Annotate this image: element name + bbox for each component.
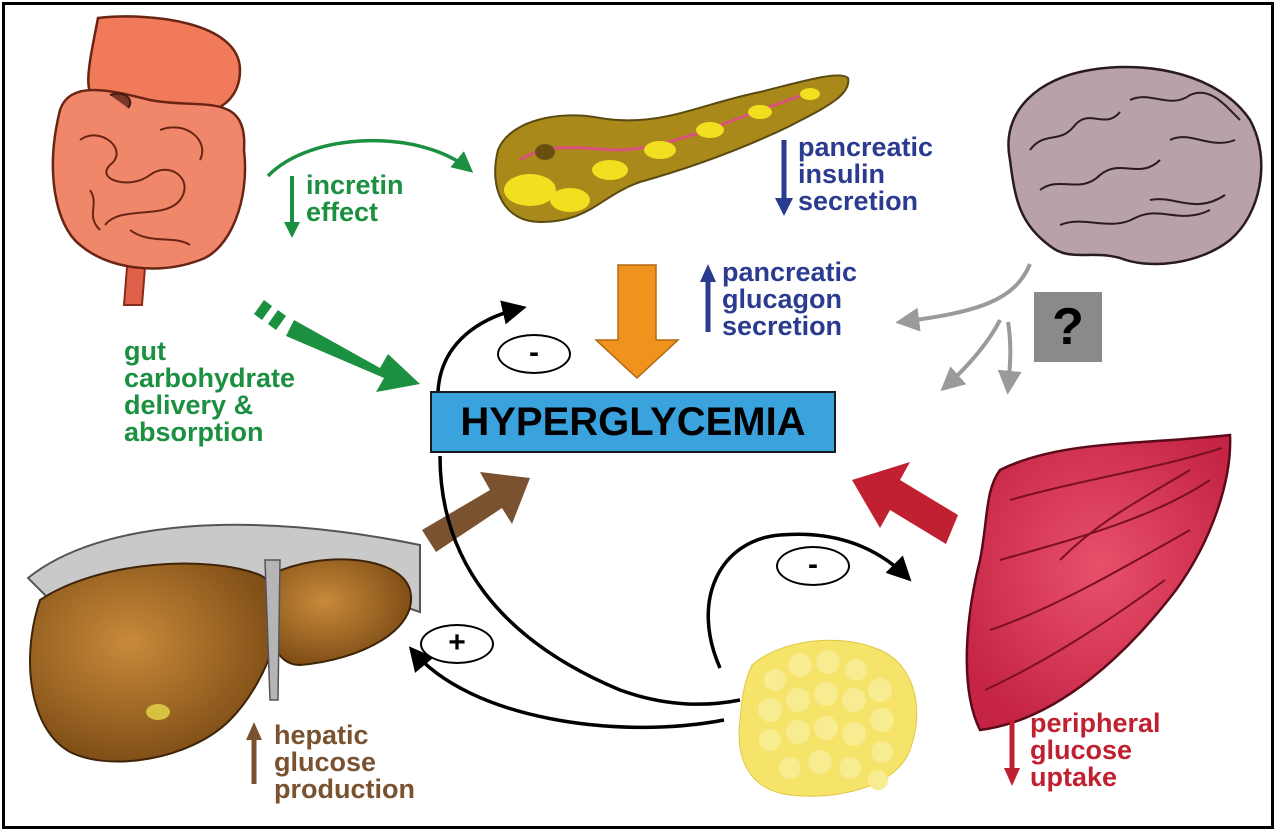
peripheral-label-line2: glucose: [1030, 735, 1133, 765]
intestine-icon: [51, 15, 247, 306]
muscle-icon: [965, 433, 1232, 732]
glucagon-label-line3: secretion: [722, 311, 843, 341]
glucagon-label-line2: glucagon: [722, 284, 842, 314]
fat-to-liver-arrow: [408, 646, 725, 730]
peripheral-label: peripheral glucose uptake: [1030, 710, 1161, 791]
upper-minus-sign: -: [497, 334, 571, 374]
hepatic-label: hepatic glucose production: [274, 722, 415, 803]
insulin-label-line2: insulin: [798, 159, 885, 189]
incretin-down-arrow: [284, 176, 300, 238]
liver-icon: [26, 523, 421, 763]
glucagon-up-arrow: [700, 264, 716, 332]
peripheral-label-line1: peripheral: [1030, 708, 1161, 738]
lower-left-feedback-arrow: [438, 455, 741, 707]
liver-arrow: [422, 472, 530, 552]
pancreas-icon: [494, 74, 850, 224]
hepatic-label-line1: hepatic: [274, 720, 369, 750]
insulin-label: pancreatic insulin secretion: [798, 134, 933, 215]
insulin-down-arrow: [775, 140, 793, 216]
peripheral-label-line3: uptake: [1030, 762, 1118, 792]
brain-arrows: [895, 263, 1032, 395]
incretin-label-line1: incretin: [306, 170, 404, 200]
pancreas-arrow: [594, 264, 680, 380]
incretin-label-line2: effect: [306, 197, 379, 227]
gut-label-line3: delivery &: [124, 390, 254, 420]
peripheral-down-arrow: [1004, 720, 1020, 786]
gut-arrow: [254, 300, 420, 392]
fat-to-muscle-arrow: [706, 532, 912, 669]
gut-label: gut carbohydrate delivery & absorption: [124, 338, 295, 446]
gut-label-line1: gut: [124, 336, 166, 366]
plus-sign: +: [420, 624, 494, 664]
lower-minus-sign: -: [776, 546, 850, 586]
question-mark-box: ?: [1034, 292, 1102, 362]
insulin-label-line3: secretion: [798, 186, 919, 216]
hepatic-up-arrow: [246, 722, 262, 784]
glucagon-label-line1: pancreatic: [722, 257, 858, 287]
glucagon-label: pancreatic glucagon secretion: [722, 259, 857, 340]
adipose-tissue-icon: [738, 639, 918, 797]
incretin-label: incretin effect: [306, 172, 404, 226]
incretin-curved-arrow: [266, 139, 474, 178]
muscle-arrow: [852, 462, 958, 544]
hepatic-label-line2: glucose: [274, 747, 377, 777]
brain-icon: [1007, 65, 1263, 266]
gut-label-line2: carbohydrate: [124, 363, 296, 393]
gut-label-line4: absorption: [124, 417, 264, 447]
hepatic-label-line3: production: [274, 774, 415, 804]
insulin-label-line1: pancreatic: [798, 132, 934, 162]
hyperglycemia-box: HYPERGLYCEMIA: [430, 391, 836, 453]
upper-feedback-arrow: [436, 300, 527, 393]
